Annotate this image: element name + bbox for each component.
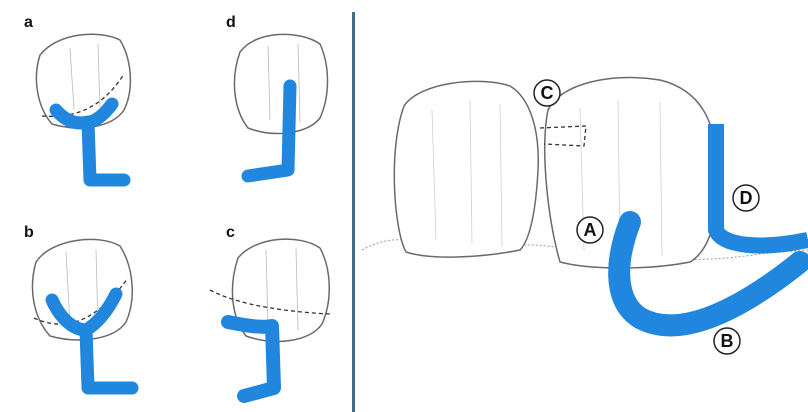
tooth-b <box>32 239 132 388</box>
callout-A: A <box>577 217 603 243</box>
callout-B: B <box>714 328 740 354</box>
svg-text:B: B <box>721 331 734 351</box>
left-molar <box>394 81 538 257</box>
panel-divider <box>352 12 355 412</box>
tooth-d <box>234 34 327 176</box>
left-diagram-panel: a d b c <box>0 0 352 412</box>
svg-text:A: A <box>584 220 597 240</box>
svg-text:D: D <box>740 188 753 208</box>
svg-text:C: C <box>541 83 554 103</box>
callout-D: D <box>733 185 759 211</box>
matrix-band-d-right <box>716 124 808 245</box>
right-teeth-svg: C A D B <box>356 0 808 412</box>
tooth-a <box>36 34 130 180</box>
tooth-c <box>210 239 330 396</box>
left-teeth-svg <box>0 0 352 412</box>
callout-C: C <box>534 80 560 106</box>
right-diagram-panel: C A D B <box>356 0 808 412</box>
